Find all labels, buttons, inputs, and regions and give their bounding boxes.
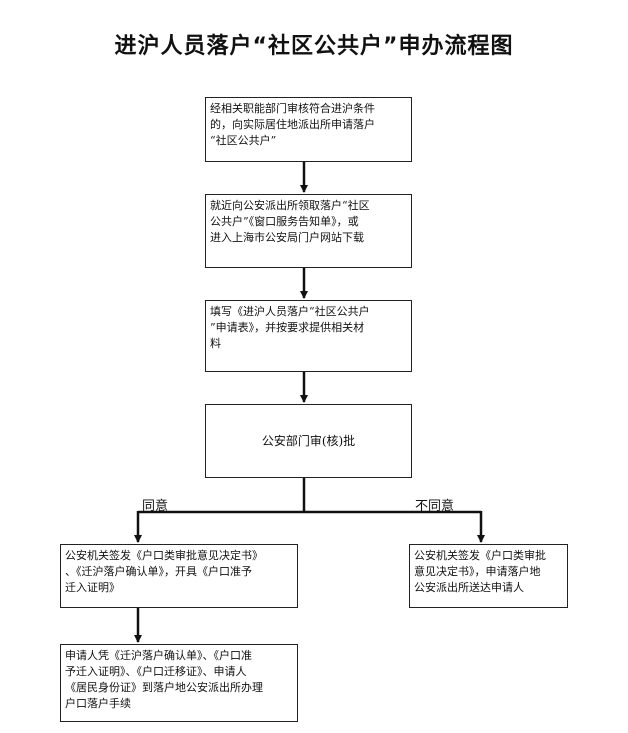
step7-line3: 《居民身份证》到落户地公安派出所办理 — [65, 681, 263, 694]
step2-line1: 就近向公安派出所领取落户“社区 — [210, 199, 370, 212]
step4-box: 公安部门审(核)批 — [205, 404, 412, 478]
step3-line3: 料 — [210, 337, 221, 350]
step7-line2: 予迁入证明》、《户口迁移证》、申请人 — [65, 665, 247, 678]
branch-label-disagree: 不同意 — [415, 499, 455, 514]
step1-box: 经相关职能部门审核符合进沪条件 的，向实际居住地派出所申请落户 “社区公共户” — [205, 97, 412, 162]
step6-line3: 公安派出所送达申请人 — [414, 581, 524, 594]
step5-box: 公安机关签发《户口类审批意见决定书》 、《迁沪落户确认单》，开具《户口准予 迁入… — [60, 544, 298, 608]
flowchart-title: 进沪人员落户“社区公共户”申办流程图 — [114, 34, 514, 59]
step1-line2: 的，向实际居住地派出所申请落户 — [210, 118, 375, 131]
step5-line3: 迁入证明》 — [65, 581, 120, 594]
step3-line1: 填写《进沪人员落户“社区公共户 — [210, 305, 370, 318]
step1-line3: “社区公共户” — [210, 134, 277, 147]
step6-box: 公安机关签发《户口类审批 意见决定书》，申请落户地 公安派出所送达申请人 — [409, 544, 568, 608]
step2-line2: 公共户”《窗口服务告知单》，或 — [210, 215, 359, 228]
step3-line2: ”申请表》，并按要求提供相关材 — [210, 321, 365, 334]
branch-label-agree: 同意 — [142, 499, 169, 514]
step7-line1: 申请人凭《迁沪落户确认单》、《户口准 — [65, 649, 252, 662]
step7-box: 申请人凭《迁沪落户确认单》、《户口准 予迁入证明》、《户口迁移证》、申请人 《居… — [60, 644, 298, 722]
step4-label: 公安部门审(核)批 — [261, 434, 356, 448]
step6-line1: 公安机关签发《户口类审批 — [414, 549, 546, 562]
step5-line2: 、《迁沪落户确认单》，开具《户口准予 — [65, 565, 252, 578]
step7-line4: 户口落户手续 — [65, 697, 131, 710]
step1-line1: 经相关职能部门审核符合进沪条件 — [210, 102, 375, 115]
step2-line3: 进入上海市公安局门户网站下载 — [210, 231, 364, 244]
step2-box: 就近向公安派出所领取落户“社区 公共户”《窗口服务告知单》，或 进入上海市公安局… — [205, 194, 412, 268]
step3-box: 填写《进沪人员落户“社区公共户 ”申请表》，并按要求提供相关材 料 — [205, 300, 412, 372]
step5-line1: 公安机关签发《户口类审批意见决定书》 — [65, 549, 263, 562]
step6-line2: 意见决定书》，申请落户地 — [414, 565, 541, 578]
